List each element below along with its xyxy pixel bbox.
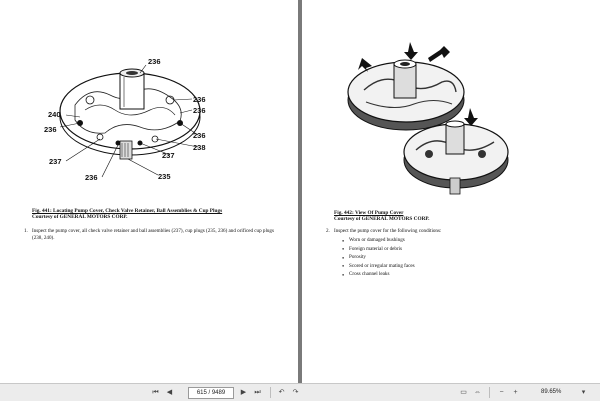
zoom-dropdown-icon[interactable]: ▾: [581, 389, 586, 396]
first-page-icon[interactable]: ⏮: [152, 389, 159, 396]
pump-cover-views: [347, 42, 509, 195]
figure-caption-442: Fig. 442: View Of Pump Cover Courtesy of…: [334, 210, 534, 222]
separator: [489, 387, 490, 398]
callout-236-right-2: 236: [193, 106, 206, 115]
callout-240: 240: [48, 110, 61, 119]
forward-icon[interactable]: ↷: [292, 389, 299, 396]
courtesy-text: Courtesy of GENERAL MOTORS CORP.: [334, 216, 430, 223]
viewer-status-bar: ⏮ ◀ 615 / 9489 ▶ ⏭ ↶ ↷ ▭ ⇔ − + 89.65% ▾: [0, 383, 600, 401]
list-item: Cross channel leaks: [342, 270, 415, 278]
list-item: Foreign material or debris: [342, 245, 415, 253]
step-text: Inspect the pump cover, all check valve …: [32, 228, 274, 241]
back-icon[interactable]: ↶: [278, 389, 285, 396]
left-page: 236 236 240 236 236 236 238 237 237 236 …: [0, 0, 298, 383]
list-item: Scored or irregular mating faces: [342, 262, 415, 270]
callout-238: 238: [193, 143, 206, 152]
callout-235: 235: [158, 172, 171, 181]
callout-237-right: 237: [162, 151, 175, 160]
figure-title: Fig. 442: View Of Pump Cover: [334, 210, 404, 216]
last-page-icon[interactable]: ⏭: [254, 389, 261, 396]
step-number: 1.: [24, 228, 28, 234]
courtesy-text: Courtesy of GENERAL MOTORS CORP.: [32, 214, 128, 221]
callout-237-left: 237: [49, 157, 62, 166]
zoom-in-icon[interactable]: +: [513, 389, 518, 396]
fit-width-icon[interactable]: ⇔: [474, 389, 481, 396]
separator: [270, 387, 271, 398]
fit-page-icon[interactable]: ▭: [460, 389, 467, 396]
pump-cover-diagram: [59, 64, 201, 178]
step-text: Inspect the pump cover for the following…: [334, 228, 442, 234]
callout-236-top: 236: [148, 57, 161, 66]
callout-236-right-1: 236: [193, 95, 206, 104]
previous-page-icon[interactable]: ◀: [166, 389, 173, 396]
page-number-input[interactable]: 615 / 9489: [188, 387, 234, 399]
figure-title: Fig. 441: Locating Pump Cover, Check Val…: [32, 208, 223, 214]
right-page: Fig. 442: View Of Pump Cover Courtesy of…: [302, 0, 600, 383]
next-page-icon[interactable]: ▶: [240, 389, 247, 396]
callout-236-right-3: 236: [193, 131, 206, 140]
zoom-level[interactable]: 89.65%: [541, 389, 562, 395]
condition-list: Worn or damaged bushings Foreign materia…: [342, 236, 415, 278]
figure-caption-441: Fig. 441: Locating Pump Cover, Check Val…: [32, 208, 262, 220]
callout-236-left: 236: [44, 125, 57, 134]
list-item: Porosity: [342, 253, 415, 261]
callout-236-bottom: 236: [85, 173, 98, 182]
zoom-out-icon[interactable]: −: [499, 389, 504, 396]
step-number: 2.: [326, 228, 330, 234]
list-item: Worn or damaged bushings: [342, 236, 415, 244]
